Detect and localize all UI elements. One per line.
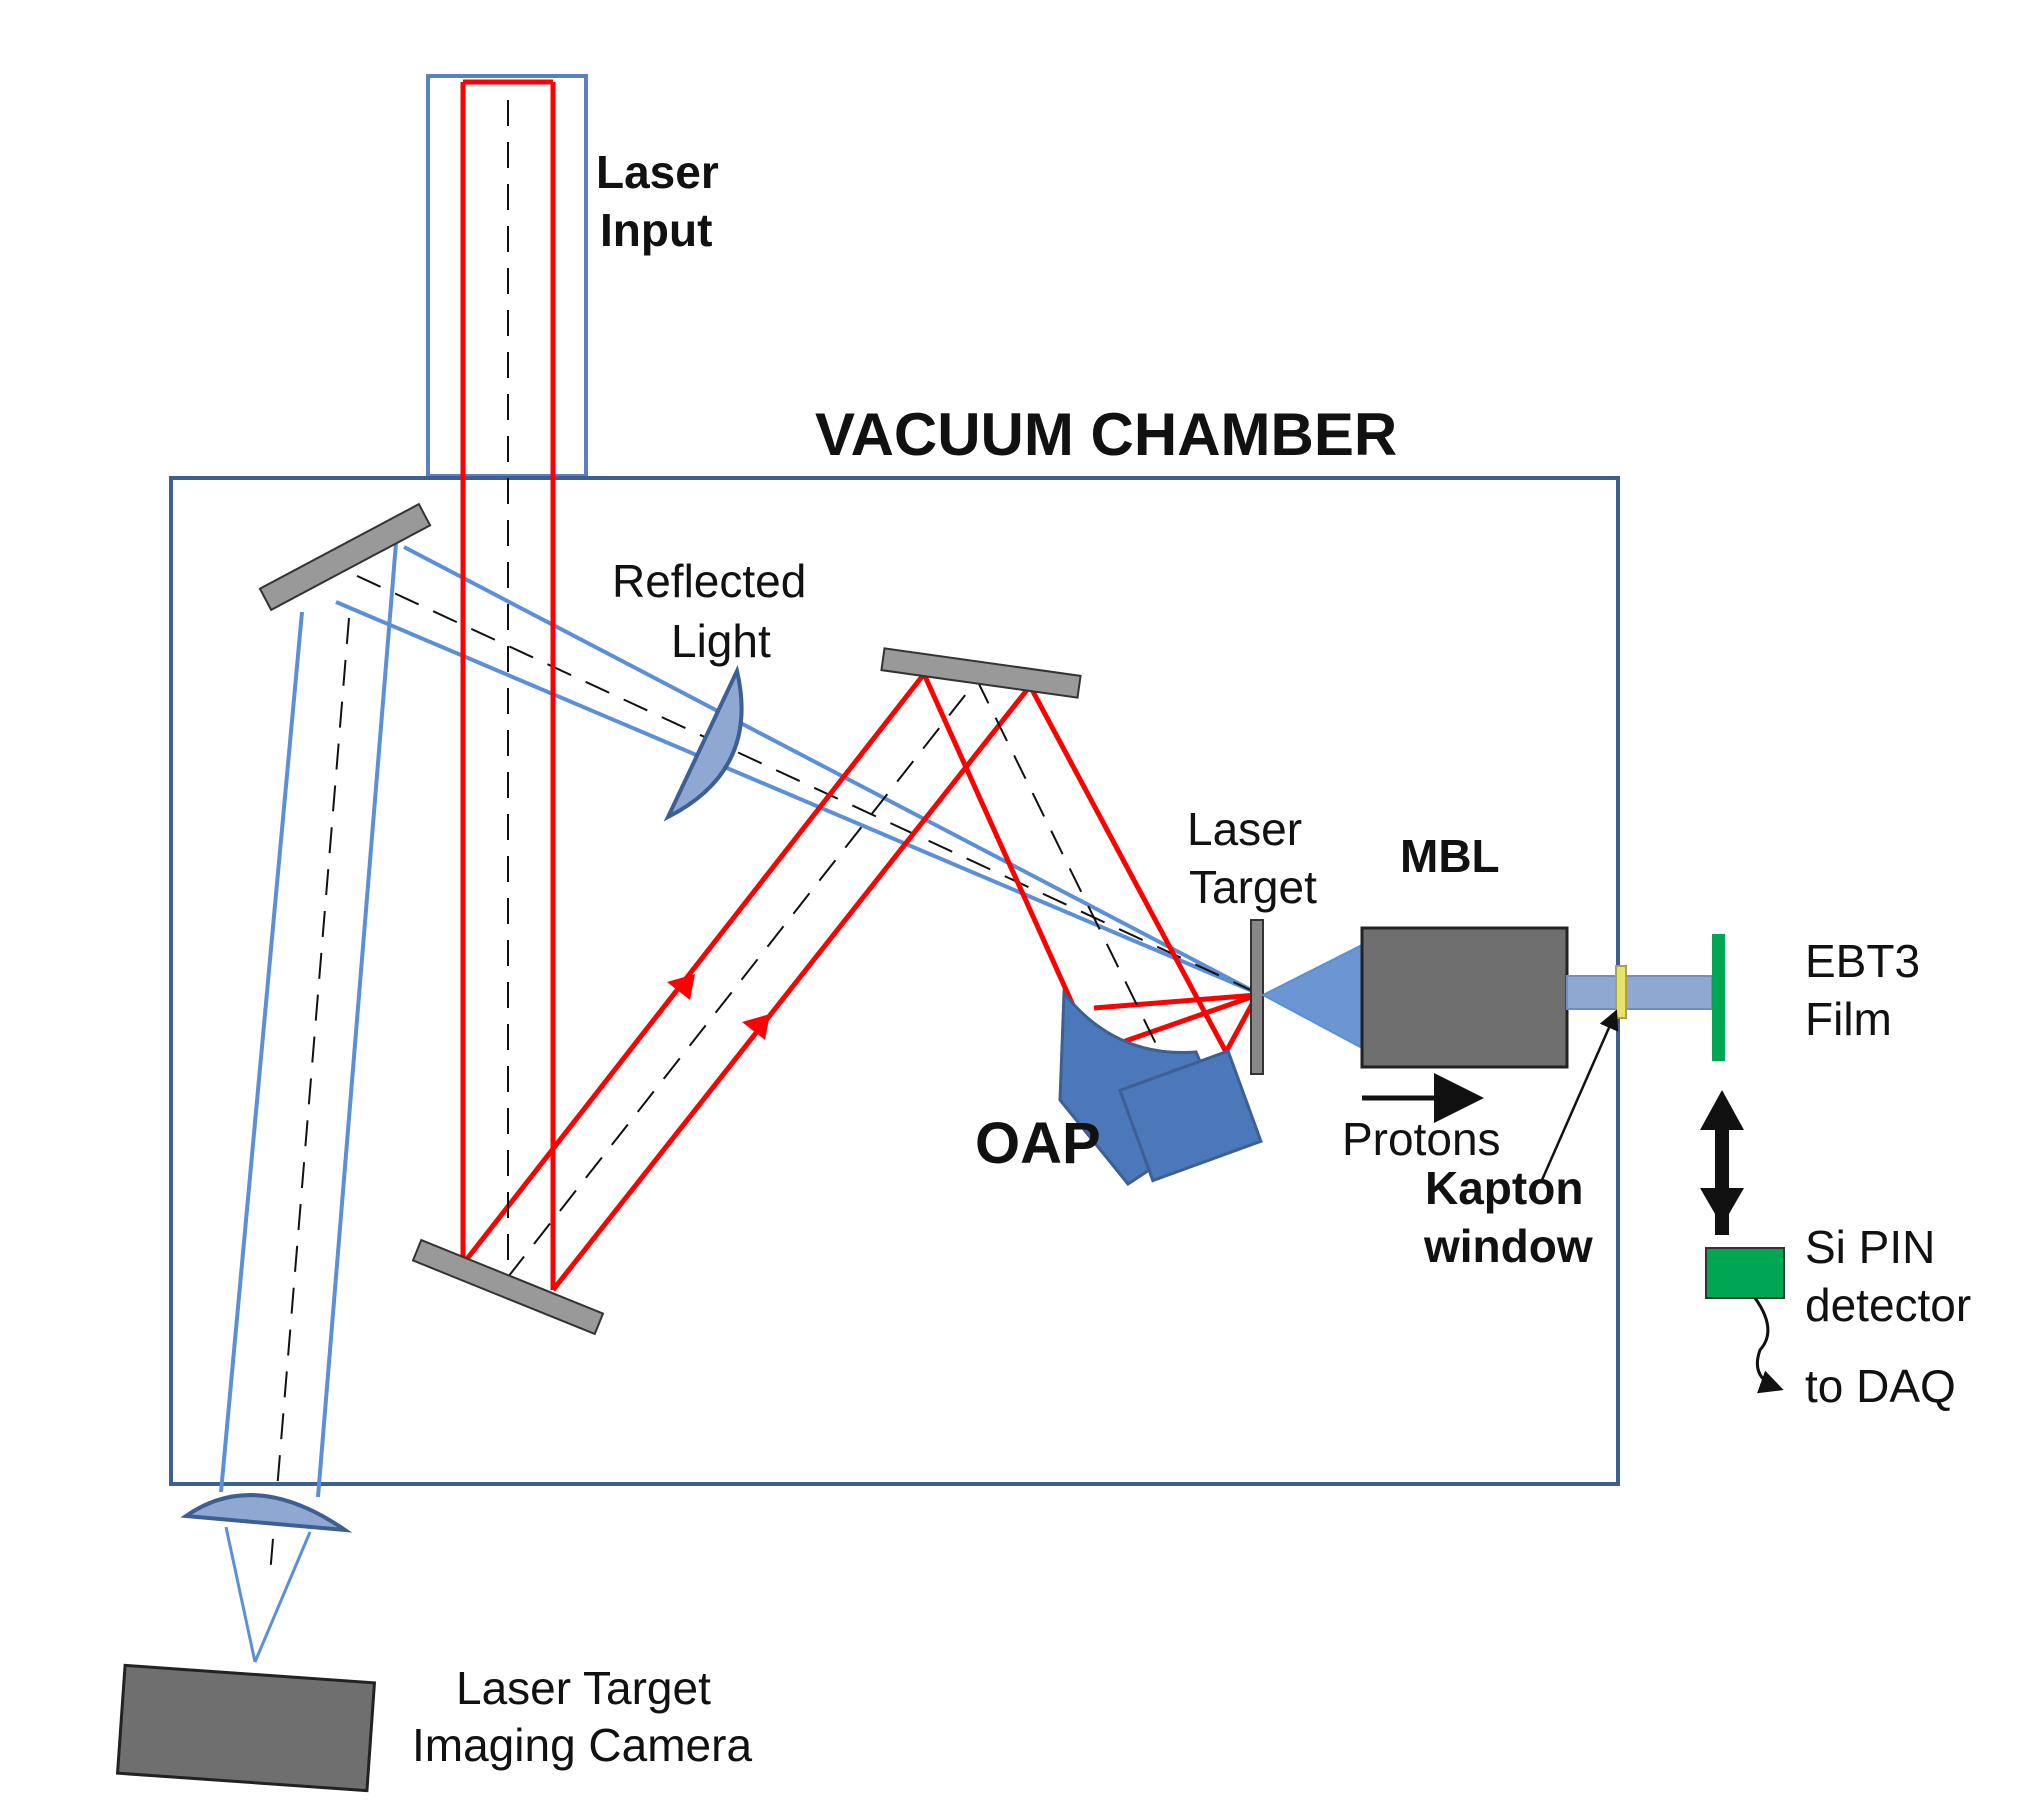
movement-double-arrow (1700, 1090, 1744, 1235)
reflected-light-beam (335, 545, 1258, 995)
svg-text:Reflected: Reflected (612, 555, 806, 607)
turning-mirror-bottom (411, 1238, 605, 1336)
laser-target (1250, 919, 1264, 1075)
si-pin-detector-label: Si PIN detector (1805, 1221, 1971, 1331)
si-pin-detector (1705, 1247, 1785, 1299)
svg-text:Film: Film (1805, 993, 1892, 1045)
svg-text:Kapton: Kapton (1425, 1162, 1583, 1214)
laser-beam-axis (507, 100, 1161, 1278)
kapton-window-label: Kapton window (1423, 1162, 1593, 1272)
imaging-camera-label: Laser Target Imaging Camera (412, 1662, 752, 1771)
oap-label: OAP (975, 1111, 1101, 1176)
svg-text:Si PIN: Si PIN (1805, 1221, 1935, 1273)
laser-target-label: Laser Target (1187, 803, 1317, 913)
svg-text:Imaging Camera: Imaging Camera (412, 1719, 752, 1771)
laser-direction-arrows (667, 974, 770, 1040)
ebt3-film-label: EBT3 Film (1805, 935, 1920, 1045)
laser-input-label: Laser Input (596, 146, 719, 256)
daq-signal-cable (1753, 1297, 1784, 1394)
laser-beam (460, 79, 1260, 1292)
imaging-lens (180, 1493, 353, 1533)
imaging-reflected-beam (219, 542, 398, 1663)
svg-text:EBT3: EBT3 (1805, 935, 1920, 987)
mbl-label: MBL (1400, 830, 1500, 882)
to-daq-label: to DAQ (1805, 1360, 1956, 1412)
svg-text:Input: Input (600, 204, 712, 256)
svg-text:Light: Light (671, 615, 771, 667)
svg-text:Target: Target (1189, 861, 1317, 913)
svg-text:Laser Target: Laser Target (456, 1662, 711, 1714)
svg-text:Laser: Laser (596, 146, 719, 198)
proton-cone (1260, 943, 1363, 1050)
turning-mirror-top-left (258, 502, 432, 612)
reflected-light-label: Reflected Light (612, 555, 806, 667)
ebt3-film (1712, 934, 1725, 1061)
svg-text:detector: detector (1805, 1279, 1971, 1331)
kapton-window-pointer (1540, 1009, 1619, 1181)
imaging-camera (115, 1663, 377, 1793)
svg-text:Laser: Laser (1187, 803, 1302, 855)
mbl (1360, 926, 1569, 1069)
turning-mirror-top-right (880, 647, 1082, 699)
svg-text:window: window (1423, 1220, 1593, 1272)
vacuum-chamber-title: VACUUM CHAMBER (815, 401, 1397, 468)
reflected-light-lens (663, 664, 744, 822)
beam-pipe (1566, 975, 1713, 1010)
oap-mirror (1058, 988, 1263, 1187)
kapton-window (1615, 965, 1627, 1019)
protons-label: Protons (1342, 1113, 1501, 1165)
